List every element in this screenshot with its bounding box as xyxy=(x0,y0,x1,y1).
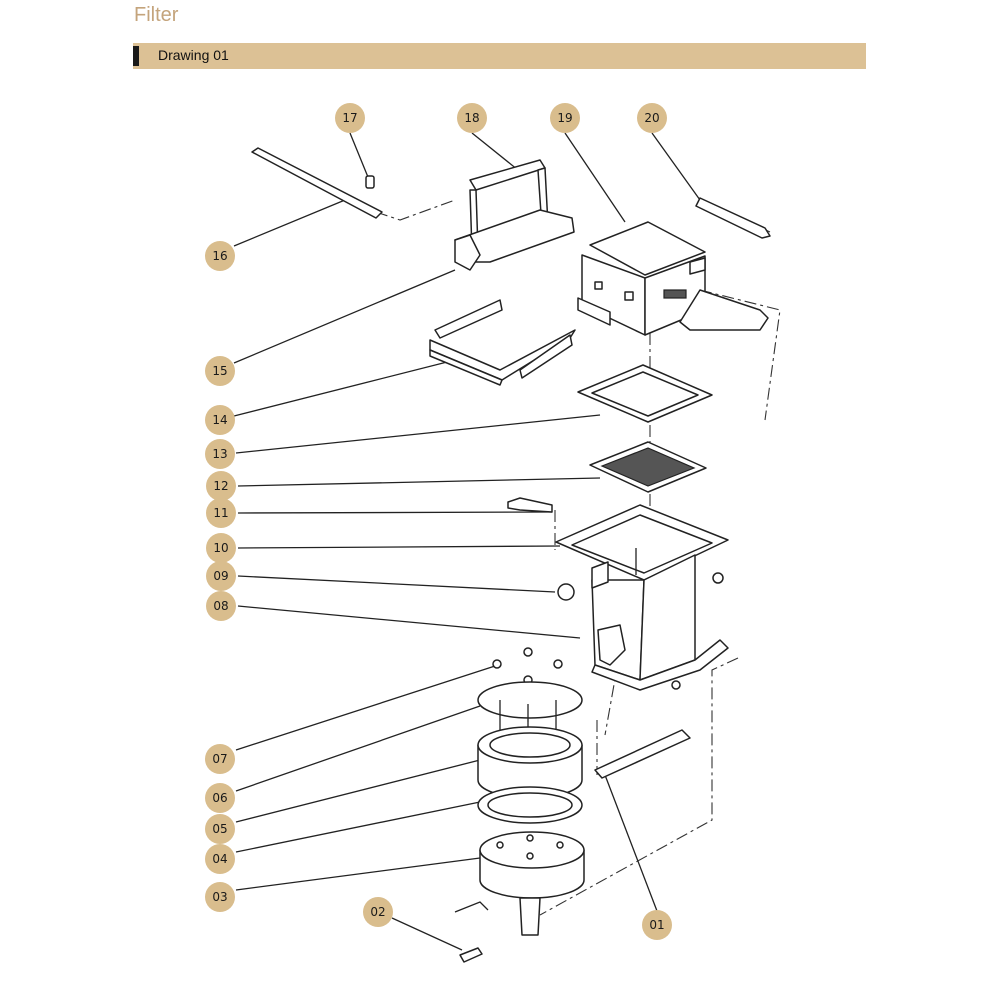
callout-12: 12 xyxy=(206,471,236,501)
section-marker xyxy=(133,46,139,66)
callout-16: 16 xyxy=(205,241,235,271)
part-16-rod xyxy=(251,147,383,219)
callout-02: 02 xyxy=(363,897,393,927)
callout-05: 05 xyxy=(205,814,235,844)
callout-06: 06 xyxy=(205,783,235,813)
callout-label-03: 03 xyxy=(212,890,227,904)
part-12-filter-mesh xyxy=(589,441,707,493)
callout-label-07: 07 xyxy=(212,752,227,766)
callout-label-06: 06 xyxy=(212,791,227,805)
part-17-pin xyxy=(365,175,375,189)
part-20-bracket xyxy=(679,197,771,331)
callout-19: 19 xyxy=(550,103,580,133)
callout-label-18: 18 xyxy=(464,111,479,125)
callout-label-11: 11 xyxy=(213,506,228,520)
callout-label-05: 05 xyxy=(212,822,227,836)
callout-04: 04 xyxy=(205,844,235,874)
callout-label-17: 17 xyxy=(342,111,357,125)
part-01-rail xyxy=(594,729,691,779)
page-title: Filter xyxy=(134,4,179,26)
part-07-screws xyxy=(492,647,563,685)
callout-label-16: 16 xyxy=(212,249,227,263)
leader-lines xyxy=(233,132,701,951)
part-18-frame xyxy=(454,159,575,271)
callout-18: 18 xyxy=(457,103,487,133)
callout-11: 11 xyxy=(206,498,236,528)
callout-15: 15 xyxy=(205,356,235,386)
callout-01: 01 xyxy=(642,910,672,940)
callout-20: 20 xyxy=(637,103,667,133)
part-08-body xyxy=(555,504,729,691)
part-09-knob xyxy=(557,561,609,601)
callout-label-01: 01 xyxy=(649,918,664,932)
section-header-bar: Drawing 01 xyxy=(133,43,866,69)
part-04-ring xyxy=(477,786,583,824)
callout-03: 03 xyxy=(205,882,235,912)
section-label: Drawing 01 xyxy=(158,47,229,63)
callout-label-10: 10 xyxy=(213,541,228,555)
part-14-tray xyxy=(429,299,576,386)
callout-10: 10 xyxy=(206,533,236,563)
callout-label-13: 13 xyxy=(212,447,227,461)
callout-17: 17 xyxy=(335,103,365,133)
part-02-peg xyxy=(459,947,483,963)
part-11-clip xyxy=(507,497,553,513)
callout-label-02: 02 xyxy=(370,905,385,919)
callout-label-08: 08 xyxy=(213,599,228,613)
callout-label-20: 20 xyxy=(644,111,659,125)
callout-label-04: 04 xyxy=(212,852,227,866)
callout-label-14: 14 xyxy=(212,413,227,427)
part-05-cylinder xyxy=(477,726,583,799)
callout-label-09: 09 xyxy=(213,569,228,583)
callout-07: 07 xyxy=(205,744,235,774)
callout-08: 08 xyxy=(206,591,236,621)
callout-label-12: 12 xyxy=(213,479,228,493)
callout-label-15: 15 xyxy=(212,364,227,378)
callout-13: 13 xyxy=(205,439,235,469)
callout-label-19: 19 xyxy=(557,111,572,125)
callout-09: 09 xyxy=(206,561,236,591)
callout-14: 14 xyxy=(205,405,235,435)
part-03-base xyxy=(454,831,585,936)
part-13-gasket xyxy=(577,364,713,423)
